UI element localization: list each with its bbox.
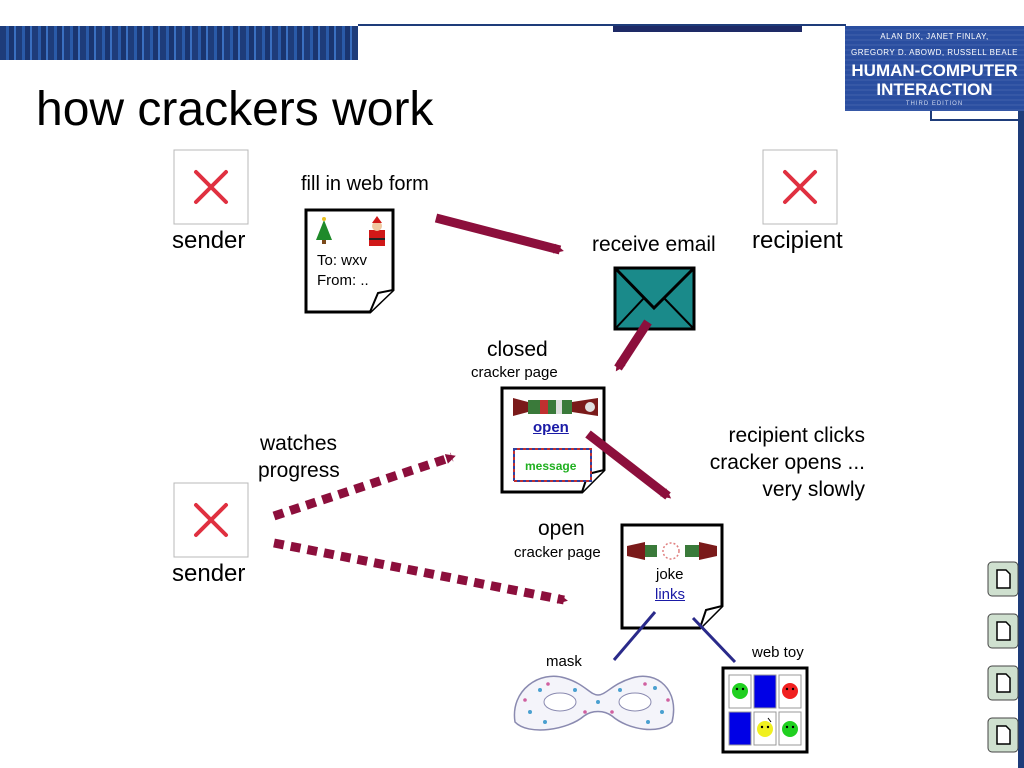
link-line-toy [691,616,737,664]
web-toy-grid [721,666,809,754]
fill-in-web-form-label: fill in web form [301,173,429,195]
book-title-1: HUMAN-COMPUTER [851,61,1018,80]
form-to-text: To: wxv [317,252,368,269]
header-banner [0,26,358,60]
open-cracker-page-label: cracker page [514,544,601,561]
arrow-page-opens [585,430,672,500]
book-title-2: INTERACTION [876,80,993,99]
broken-image-icon [762,149,838,225]
smiley-icon [757,717,773,737]
document-icon [304,208,395,314]
book-authors-2: GREGORY D. ABOWD, RUSSELL BEALE [851,48,1018,57]
closed-label: closed [487,338,548,361]
open-label: open [538,517,585,540]
document-icon [500,386,606,494]
arrow-watch-closed [272,452,456,521]
header-rule [358,24,846,26]
broken-image-icon [173,482,249,558]
envelope-icon [613,266,696,331]
slide-title: how crackers work [36,83,434,136]
sender-label-bottom: sender [172,560,246,587]
nav-page-icon[interactable] [987,665,1019,701]
links-link[interactable]: links [655,586,686,603]
right-frame-ledge [930,111,1024,121]
cracker-icon [627,542,717,560]
header-accent [613,26,802,32]
broken-image-icon [173,149,249,225]
recipient-label: recipient [752,227,843,254]
joke-text: joke [656,566,684,583]
smiley-icon [782,683,798,699]
document-icon [620,523,724,630]
nav-page-icon[interactable] [987,717,1019,753]
cracker-icon [513,398,598,416]
watches-label-1: watches [260,432,338,455]
arrow-form-to-email [434,213,564,255]
web-toy-label: web toy [752,644,804,661]
nav-page-icon[interactable] [987,613,1019,649]
receive-email-label: receive email [592,233,716,256]
book-edition: THIRD EDITION [905,101,964,107]
smiley-icon [782,721,798,737]
mask-label: mask [546,653,582,670]
form-from-text: From: .. [317,272,369,289]
arrow-email-to-page [614,319,652,372]
open-link[interactable]: open [533,419,569,436]
clicks-label-3: very slowly [762,478,865,501]
message-text: message [525,459,577,473]
arrow-watch-open [273,538,568,605]
book-cover-logo: ALAN DIX, JANET FINLAY, GREGORY D. ABOWD… [845,26,1024,111]
right-frame-bar [1018,111,1024,768]
clicks-label-1: recipient clicks [728,424,865,447]
link-line-mask [612,611,657,661]
watches-label-2: progress [258,459,340,482]
mask-icon [513,675,675,731]
smiley-icon [732,683,748,699]
closed-cracker-page-label: cracker page [471,364,558,381]
clicks-label-2: cracker opens ... [709,451,865,474]
sender-label-top: sender [172,227,246,254]
nav-page-icon[interactable] [987,561,1019,597]
book-authors-1: ALAN DIX, JANET FINLAY, [880,32,989,41]
